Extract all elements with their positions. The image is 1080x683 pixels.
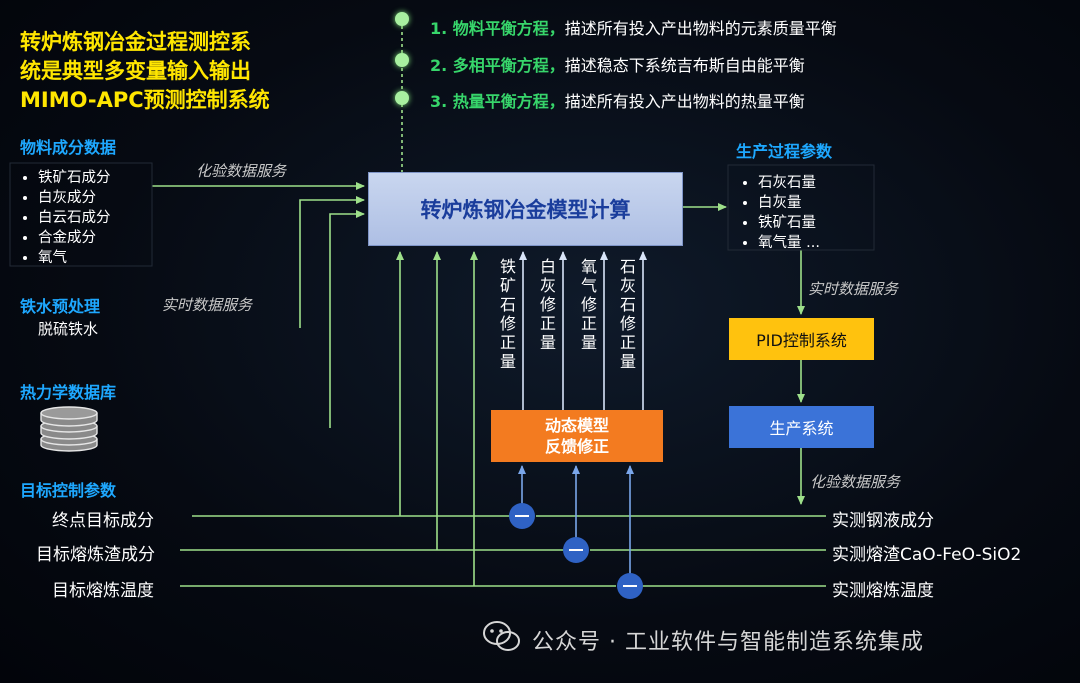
lab-service-label-left: 化验数据服务 — [196, 162, 287, 180]
process-params-heading: 生产过程参数 — [736, 142, 833, 161]
equation-key: 3. 热量平衡方程， — [430, 92, 565, 111]
list-item: 铁矿石量 — [758, 213, 820, 233]
list-item: 合金成分 — [38, 228, 111, 248]
material-list: 铁矿石成分 白灰成分 白云石成分 合金成分 氧气 — [18, 168, 111, 268]
equation-desc: 描述所有投入产出物料的元素质量平衡 — [564, 19, 837, 38]
list-item: 白云石成分 — [38, 208, 111, 228]
list-item: 铁矿石成分 — [38, 168, 111, 188]
equation-dot — [395, 12, 409, 26]
hotmetal-item: 脱硫铁水 — [38, 320, 99, 338]
hotmetal-heading: 铁水预处理 — [20, 297, 101, 316]
target-row-label: 目标熔炼温度 — [52, 581, 154, 601]
equation-item: 1. 物料平衡方程，描述所有投入产出物料的元素质量平衡 — [430, 15, 837, 39]
process-params-list: 石灰石量 白灰量 铁矿石量 氧气量 ... — [738, 173, 820, 253]
list-item: 氧气量 ... — [758, 233, 820, 253]
minus-junction — [563, 537, 589, 563]
list-item: 石灰石量 — [758, 173, 820, 193]
diagram-title: 转炉炼钢冶金过程测控系 统是典型多变量输入输出 MIMO-APC预测控制系统 — [20, 28, 270, 115]
feedback-line: 动态模型 — [544, 416, 609, 435]
minus-junction — [509, 503, 535, 529]
correction-label: 白灰修正量 — [537, 258, 556, 353]
feedback-line: 反馈修正 — [544, 437, 609, 456]
equation-item: 2. 多相平衡方程，描述稳态下系统吉布斯自由能平衡 — [430, 52, 805, 76]
dynamic-feedback-box: 动态模型 反馈修正 — [491, 410, 663, 462]
measured-row-label: 实测熔渣CaO-FeO-SiO2 — [832, 545, 1022, 565]
measured-row-label: 实测钢液成分 — [832, 511, 934, 531]
list-item: 白灰量 — [758, 193, 820, 213]
thermo-db-heading: 热力学数据库 — [20, 383, 117, 402]
equation-desc: 描述所有投入产出物料的热量平衡 — [564, 92, 805, 111]
equation-key: 1. 物料平衡方程， — [430, 19, 565, 38]
lab-service-label-right: 化验数据服务 — [810, 473, 901, 491]
title-line: 统是典型多变量输入输出 — [20, 59, 251, 83]
pid-control-box: PID控制系统 — [729, 318, 874, 360]
list-item: 白灰成分 — [38, 188, 111, 208]
wechat-icon — [483, 621, 520, 651]
measured-row-label: 实测熔炼温度 — [832, 581, 934, 601]
equation-dot — [395, 91, 409, 105]
title-line: MIMO-APC预测控制系统 — [20, 88, 270, 112]
equation-key: 2. 多相平衡方程， — [430, 56, 565, 75]
target-row-label: 终点目标成分 — [52, 511, 154, 531]
watermark-text: 公众号 · 工业软件与智能制造系统集成 — [532, 630, 924, 655]
realtime-service-label-left: 实时数据服务 — [162, 296, 253, 314]
correction-label: 氧气修正量 — [578, 258, 597, 353]
database-icon — [40, 406, 98, 452]
correction-label: 铁矿石修正量 — [497, 258, 516, 372]
correction-label: 石灰石修正量 — [617, 258, 636, 372]
production-system-box: 生产系统 — [729, 406, 874, 448]
equation-item: 3. 热量平衡方程，描述所有投入产出物料的热量平衡 — [430, 88, 805, 112]
list-item: 氧气 — [38, 248, 111, 268]
target-params-heading: 目标控制参数 — [20, 481, 117, 500]
realtime-service-label-right: 实时数据服务 — [808, 280, 899, 298]
equation-dot — [395, 53, 409, 67]
equation-desc: 描述稳态下系统吉布斯自由能平衡 — [564, 56, 805, 75]
material-data-heading: 物料成分数据 — [20, 138, 117, 157]
title-line: 转炉炼钢冶金过程测控系 — [20, 30, 251, 54]
minus-junction — [617, 573, 643, 599]
model-calculation-box: 转炉炼钢冶金模型计算 — [368, 172, 683, 246]
target-row-label: 目标熔炼渣成分 — [36, 545, 155, 565]
